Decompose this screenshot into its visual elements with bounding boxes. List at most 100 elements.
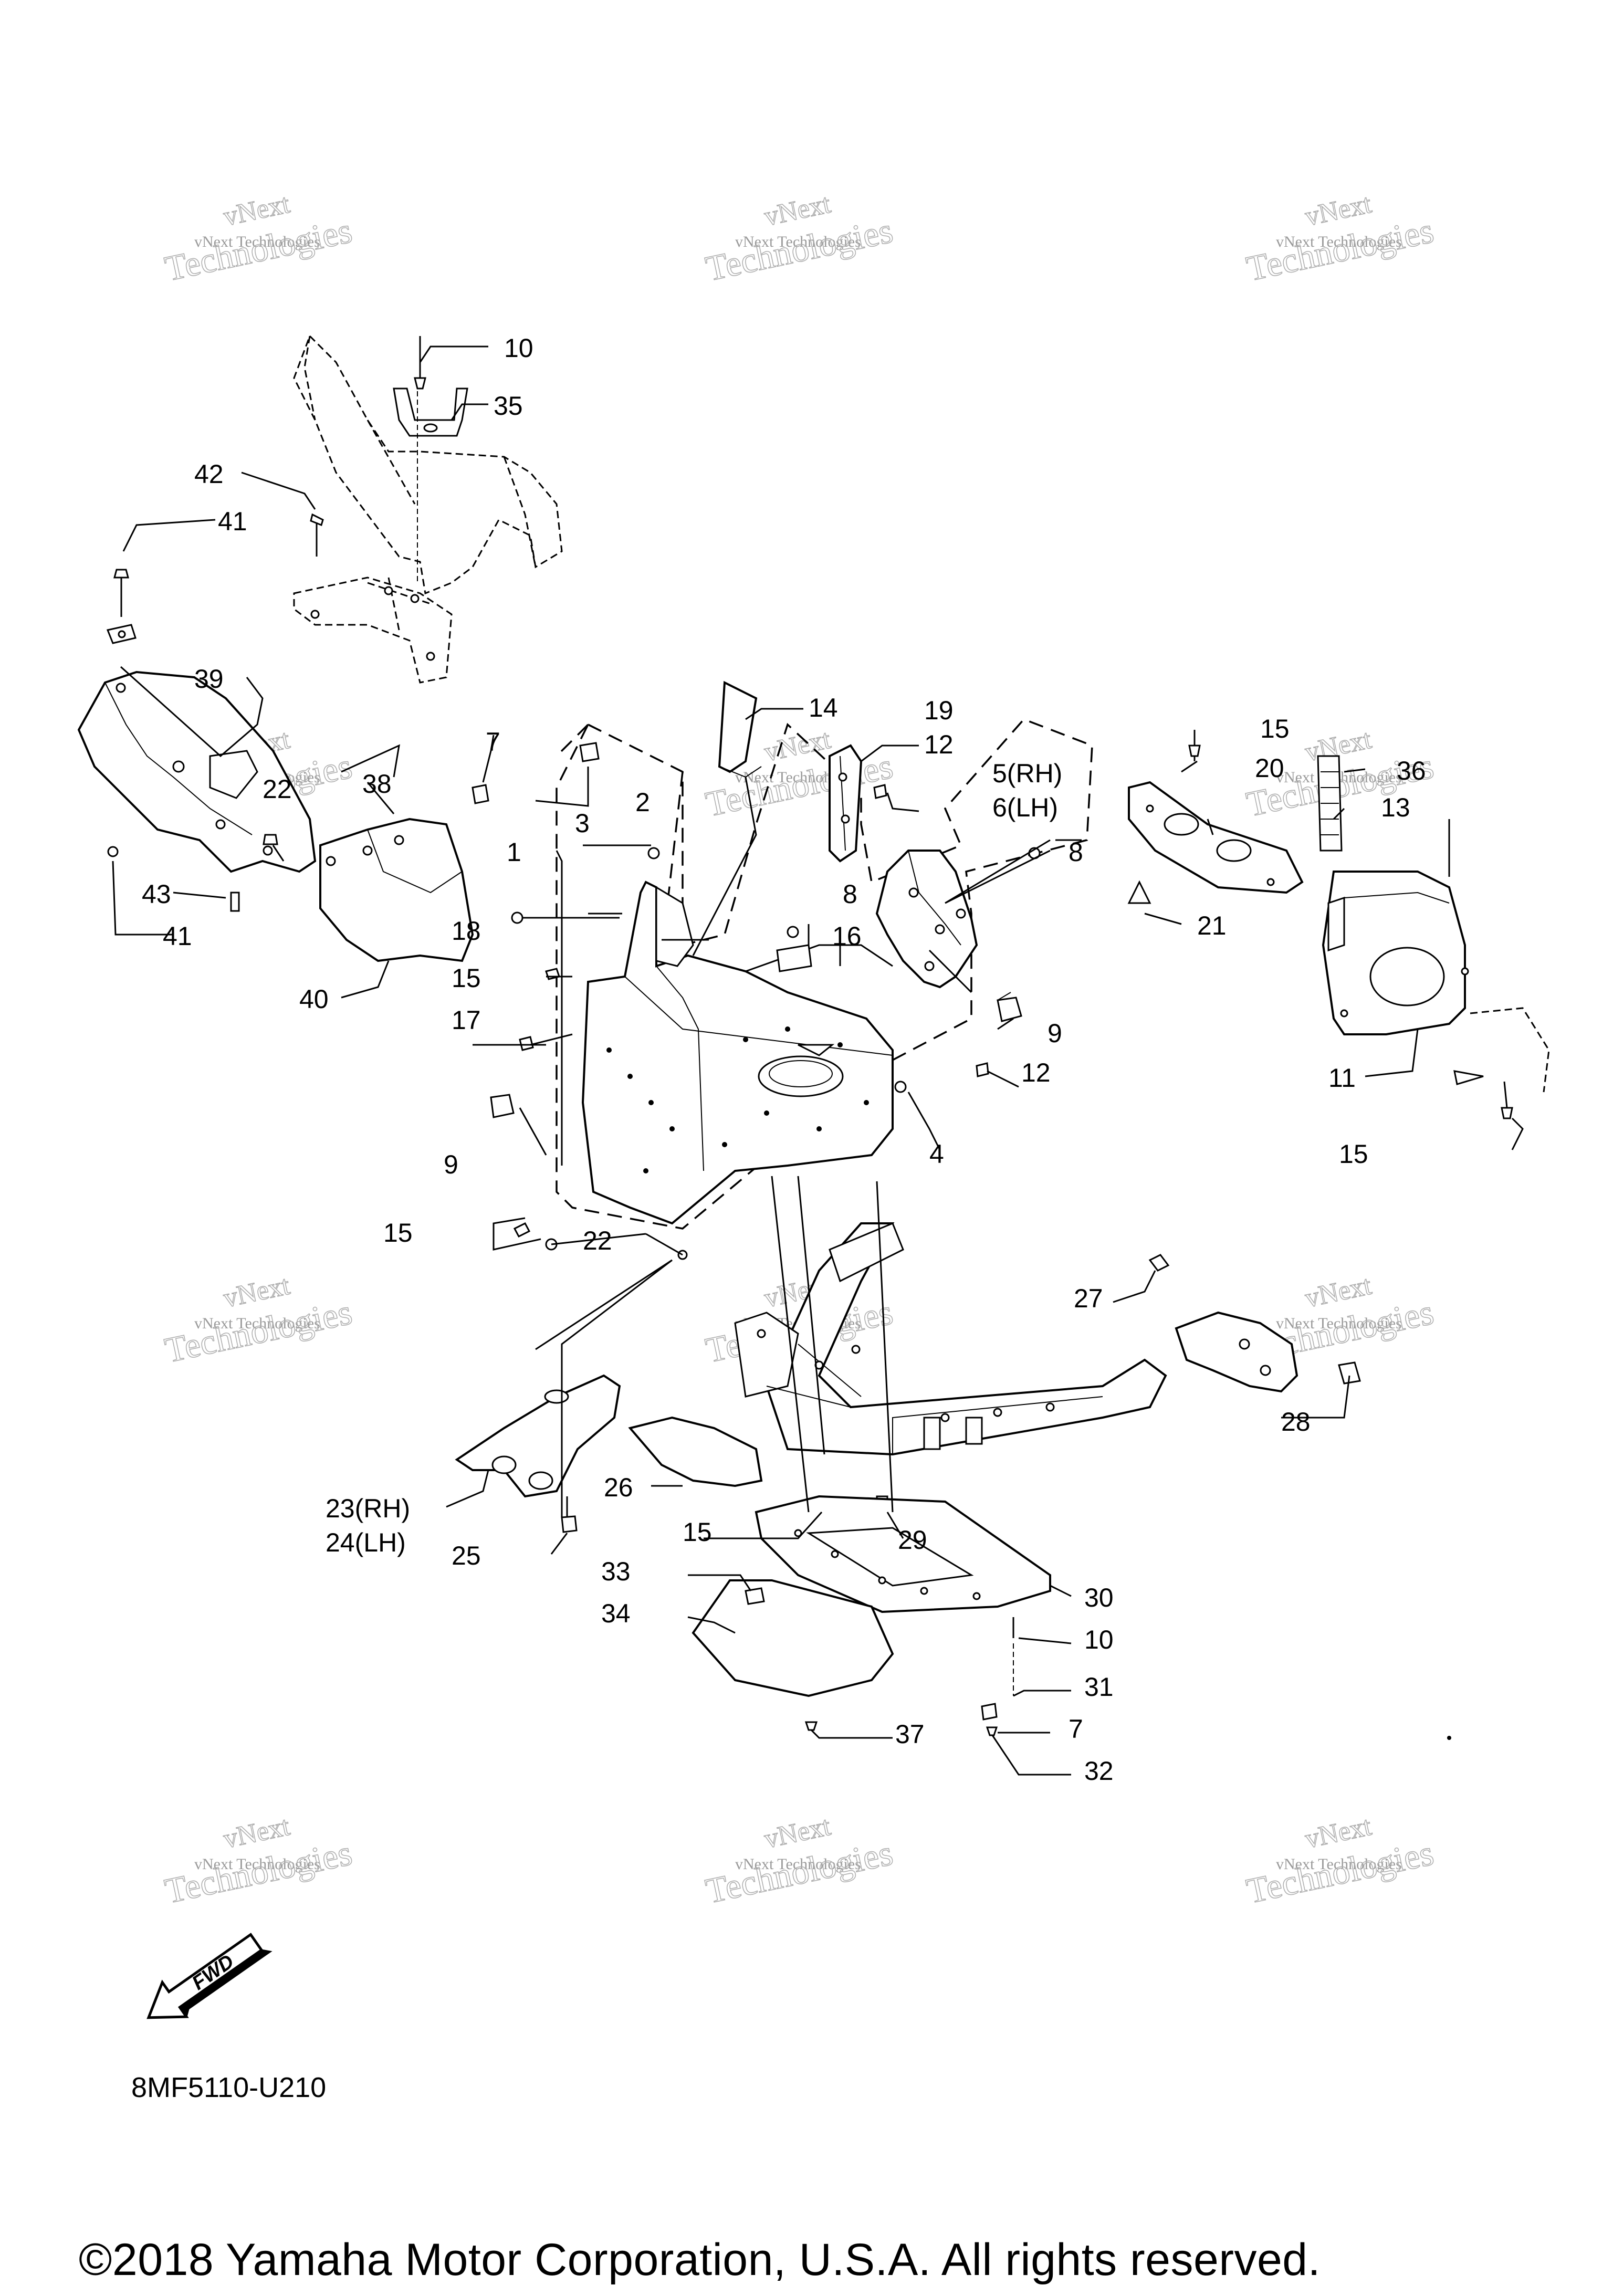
callout-15-a: 15 [452, 963, 481, 993]
callout-8-center: 8 [843, 879, 857, 909]
callout-42: 42 [194, 459, 224, 489]
callout-19: 19 [924, 696, 954, 725]
dashed-group-box [556, 718, 1093, 1230]
callout-20: 20 [1255, 753, 1284, 783]
callout-39: 39 [194, 664, 224, 694]
callout-22-bottom: 22 [583, 1226, 612, 1255]
callout-38: 38 [362, 769, 392, 799]
part-43-screw [230, 892, 240, 912]
callout-3: 3 [575, 809, 590, 838]
callout-6-lh: 6(LH) [992, 793, 1058, 822]
ghost-upper-assembly [293, 334, 563, 684]
part-14-plate [692, 680, 762, 956]
callout-9-right: 9 [1048, 1019, 1062, 1048]
part-42-bolt [310, 513, 324, 557]
callout-22-left: 22 [263, 774, 292, 804]
svg-text:vNext Technologies: vNext Technologies [735, 233, 861, 250]
svg-text:vNext Technologies: vNext Technologies [194, 233, 320, 250]
lower-frame [734, 1222, 1167, 1456]
callout-9-left: 9 [444, 1150, 458, 1179]
part-18-bolt [511, 911, 620, 924]
callout-2: 2 [635, 788, 650, 817]
part-21-bracket [1127, 880, 1151, 904]
callout-5-rh: 5(RH) [992, 759, 1062, 788]
svg-text:vNext Technologies: vNext Technologies [194, 1855, 320, 1873]
callout-26: 26 [604, 1473, 633, 1502]
part-20-plate [1128, 781, 1304, 894]
callout-8-right: 8 [1069, 837, 1083, 867]
callout-7-bottom: 7 [1069, 1714, 1083, 1744]
callout-37: 37 [895, 1720, 925, 1749]
part-22-bolt-left [263, 834, 278, 845]
callout-24-lh: 24(LH) [326, 1528, 406, 1557]
part-13-11-duct [1322, 871, 1469, 1035]
leader-lines [112, 345, 1524, 1776]
diagram-code: 8MF5110-U210 [131, 2072, 327, 2103]
part-32-bolt [986, 1726, 998, 1736]
part-41-bolt-upper [106, 569, 137, 644]
callout-10-bottom: 10 [1084, 1625, 1114, 1654]
part-17-rivet [519, 1036, 534, 1051]
part-25-nut [561, 1515, 578, 1533]
part-8-nut-center [787, 926, 799, 938]
part-9-block-right [997, 992, 1022, 1022]
part-9-block-left [490, 1094, 515, 1118]
callout-32: 32 [1084, 1756, 1114, 1786]
stray-dot [1447, 1736, 1451, 1740]
callout-14: 14 [809, 693, 838, 722]
callout-15-b: 15 [383, 1218, 413, 1247]
callout-41-top: 41 [218, 507, 247, 536]
callout-43: 43 [142, 879, 171, 909]
callout-23-rh: 23(RH) [326, 1494, 410, 1523]
callout-35: 35 [494, 391, 523, 421]
part-19-bracket [829, 744, 863, 863]
callout-41-bottom: 41 [163, 921, 192, 951]
callout-16: 16 [832, 921, 862, 951]
callout-17: 17 [452, 1005, 481, 1035]
callout-28: 28 [1281, 1407, 1311, 1437]
callout-13: 13 [1381, 793, 1410, 822]
callout-25: 25 [452, 1541, 481, 1570]
part-12-clip-lower [976, 1062, 989, 1077]
part-4-bolt [894, 1081, 907, 1093]
callout-34: 34 [601, 1599, 631, 1628]
part-16-bracket [776, 944, 812, 972]
part-15-rivet-a [513, 1222, 531, 1238]
copyright-notice: ©2018 Yamaha Motor Corporation, U.S.A. A… [79, 2235, 1321, 2285]
part-30-skid-plate [755, 1495, 1051, 1613]
part-2-clip [579, 742, 600, 762]
svg-text:vNext Technologies: vNext Technologies [1276, 1315, 1402, 1332]
part-40-cover [319, 817, 474, 962]
part-3-nut [647, 847, 660, 859]
callout-4: 4 [929, 1139, 944, 1169]
part-41-bolt-lower [107, 846, 119, 857]
part-26-bracket [628, 1416, 763, 1487]
callout-40: 40 [299, 984, 329, 1014]
callout-1: 1 [507, 837, 521, 867]
callout-36: 36 [1397, 756, 1426, 785]
part-7-clip-lower [981, 1703, 998, 1721]
callout-11: 11 [1328, 1063, 1356, 1093]
part-27-28-mount [1148, 1254, 1361, 1393]
callout-30: 30 [1084, 1583, 1114, 1612]
svg-text:vNext Technologies: vNext Technologies [1276, 1855, 1402, 1873]
callout-12-bottom: 12 [1021, 1058, 1051, 1087]
part-15-bolt-upper-right [1188, 730, 1201, 761]
callout-15-d: 15 [1339, 1139, 1368, 1169]
part-23-24-mount [455, 1374, 621, 1498]
callout-15-e: 15 [683, 1517, 712, 1547]
callout-10-top: 10 [504, 333, 533, 363]
callout-18: 18 [452, 916, 481, 946]
part-15-rivet-b [545, 968, 560, 980]
part-12-clip-upper [873, 784, 887, 799]
callout-29: 29 [898, 1525, 927, 1555]
callout-labels: 10 35 42 41 39 7 22 38 43 41 40 1 2 3 18… [142, 333, 1426, 1786]
svg-text:vNext Technologies: vNext Technologies [194, 1315, 320, 1332]
